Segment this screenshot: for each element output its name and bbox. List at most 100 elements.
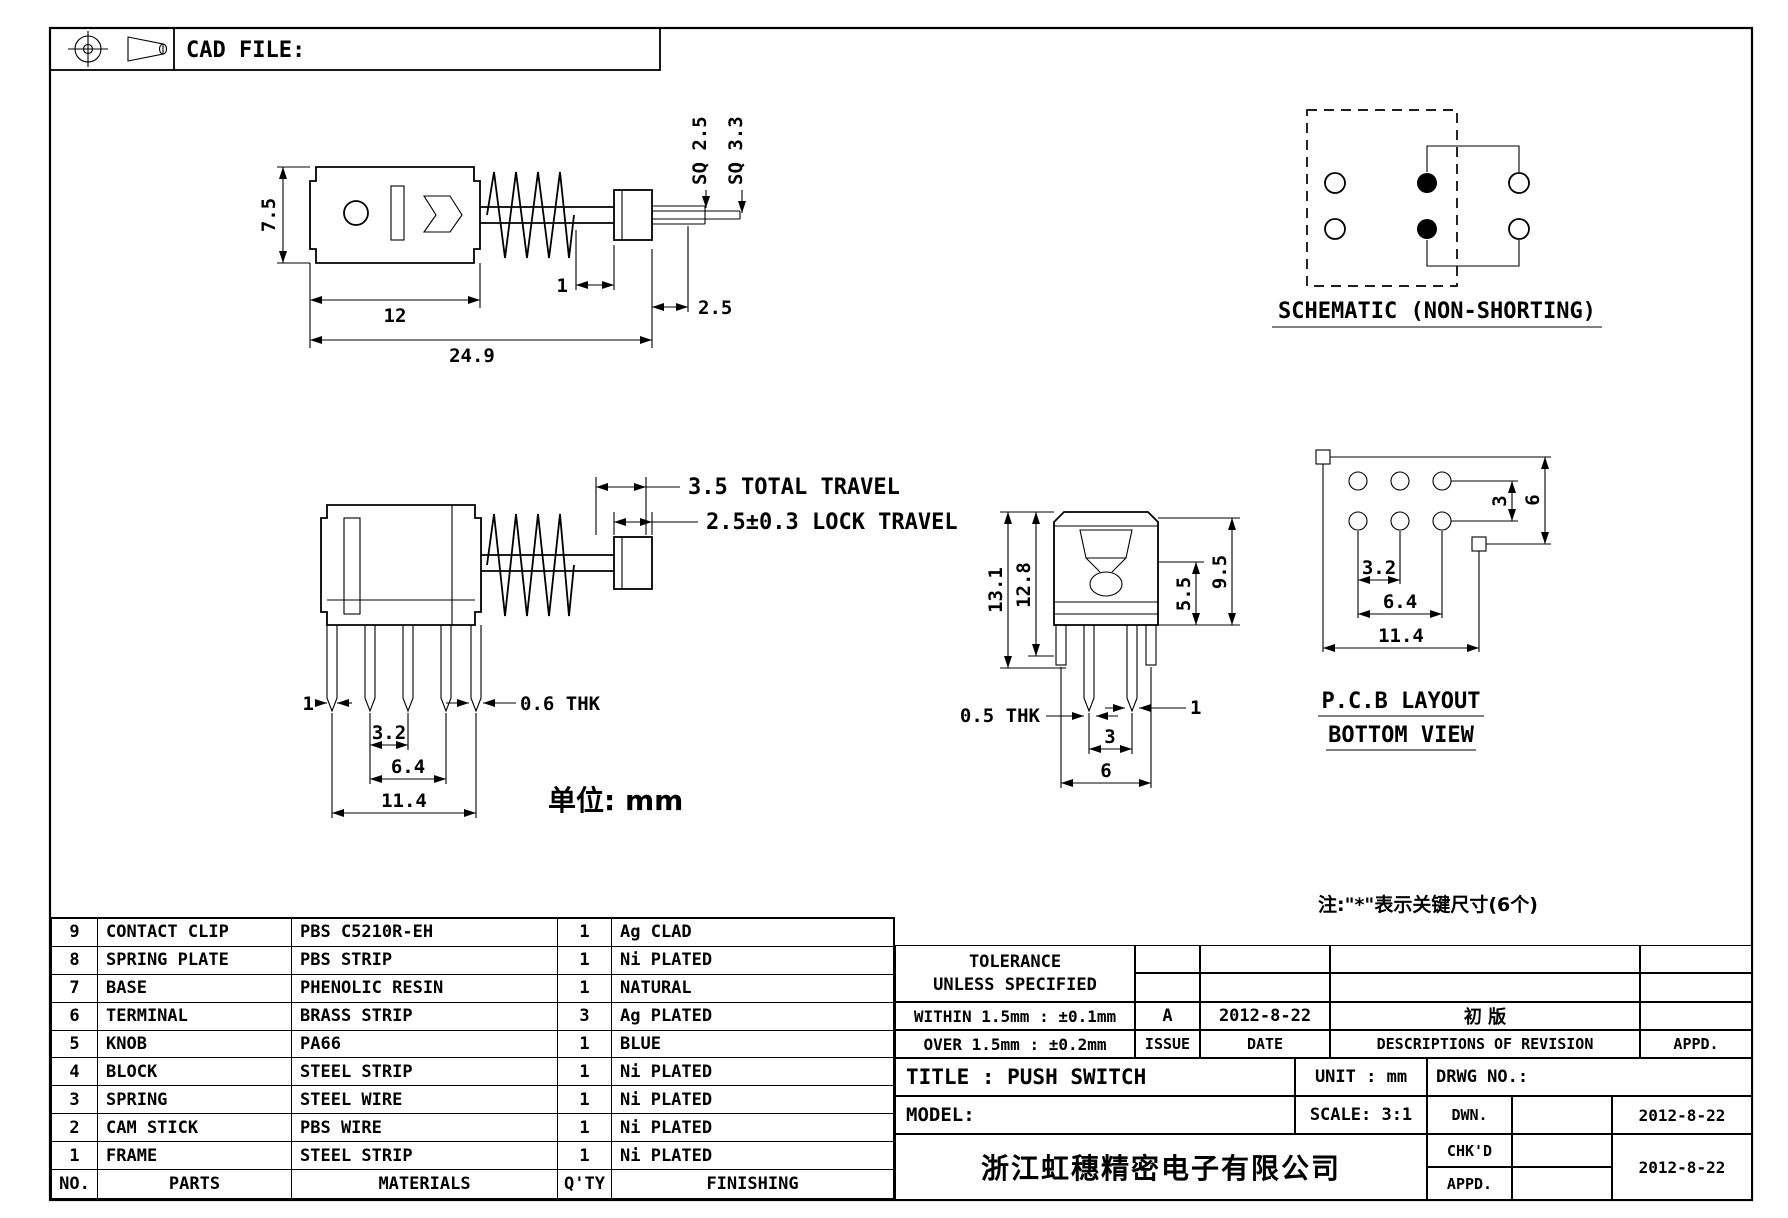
dim-3: 3 [1104, 726, 1115, 748]
dwn-label: DWN. [1427, 1096, 1512, 1134]
header-qty: Q'TY [558, 1170, 612, 1198]
dim-12-8: 12.8 [1013, 562, 1035, 608]
header-box: CAD FILE: [49, 27, 661, 71]
drawing-frame [48, 26, 1754, 1202]
dim-24-9: 24.9 [449, 345, 495, 367]
revision-description: 初 版 [1330, 1002, 1640, 1030]
part-qty: 1 [558, 1142, 612, 1171]
tolerance-cell: TOLERANCE UNLESS SPECIFIED [895, 945, 1135, 1002]
header-finishing: FINISHING [706, 1173, 799, 1194]
empty-cell [1135, 973, 1200, 1002]
issue-label: ISSUE [1135, 1030, 1200, 1058]
part-finishing: Ni PLATED [612, 947, 893, 975]
cad-file-label: CAD FILE: [186, 38, 305, 63]
part-no: 7 [52, 974, 98, 1003]
empty-cell [1640, 973, 1752, 1002]
dim-11-4: 11.4 [381, 790, 427, 812]
part-finishing: Ni PLATED [612, 1114, 893, 1143]
schematic-caption: SCHEMATIC (NON-SHORTING) [1278, 299, 1596, 324]
dim-1: 1 [1190, 697, 1201, 719]
part-material: PBS STRIP [292, 946, 558, 975]
empty-cell [1330, 973, 1640, 1002]
part-finishing: Ni PLATED [612, 1142, 893, 1171]
header-no: NO. [52, 1170, 98, 1198]
part-material: BRASS STRIP [292, 1002, 558, 1031]
part-no: 8 [52, 946, 98, 975]
title-block: TOLERANCE UNLESS SPECIFIED WITHIN 1.5mm … [895, 945, 1752, 1200]
part-finishing: Ag PLATED [612, 1003, 893, 1031]
empty-cell [1512, 1134, 1612, 1167]
chkd-appd-date: 2012-8-22 [1612, 1134, 1752, 1200]
part-finishing: Ni PLATED [612, 1086, 893, 1115]
empty-cell [1640, 945, 1752, 973]
dim-7-5: 7.5 [258, 198, 280, 232]
empty-cell [1330, 945, 1640, 973]
part-material: STEEL WIRE [292, 1086, 558, 1115]
part-qty: 1 [558, 919, 612, 947]
company-name: 浙江虹穗精密电子有限公司 [895, 1134, 1427, 1200]
pad-square [1315, 449, 1331, 465]
part-name: BLOCK [98, 1058, 292, 1087]
empty-cell [1200, 945, 1330, 973]
part-qty: 1 [558, 1030, 612, 1059]
dim-5-5: 5.5 [1173, 577, 1195, 611]
appd-row-label: APPD. [1427, 1167, 1512, 1200]
revision-date: 2012-8-22 [1200, 1002, 1330, 1030]
empty-cell [1512, 1167, 1612, 1200]
pad-square [1471, 536, 1487, 552]
part-no: 1 [52, 1142, 98, 1171]
revision-label: DESCRIPTIONS OF REVISION [1330, 1030, 1640, 1058]
part-no: 5 [52, 1030, 98, 1059]
front-view: 13.1 12.8 5.5 9.5 0.5 THK 1 3 6 [960, 511, 1240, 788]
dim-0-6-thk: 0.6 THK [520, 693, 601, 715]
part-name: SPRING [98, 1086, 292, 1115]
part-material: PA66 [292, 1030, 558, 1059]
filled-contact-dot [1417, 219, 1437, 239]
part-name: TERMINAL [98, 1002, 292, 1031]
part-qty: 1 [558, 974, 612, 1003]
part-qty: 1 [558, 946, 612, 975]
dim-total-travel: 3.5 TOTAL TRAVEL [688, 475, 900, 500]
part-no: 3 [52, 1086, 98, 1115]
empty-cell [1512, 1096, 1612, 1134]
part-finishing: Ni PLATED [612, 1058, 893, 1087]
unit-note: 单位: mm [548, 784, 683, 817]
drwg-no-cell: DRWG NO.: [1427, 1058, 1752, 1096]
issue-value: A [1135, 1002, 1200, 1030]
part-name: CONTACT CLIP [98, 919, 292, 947]
part-finishing: NATURAL [612, 975, 893, 1003]
dim-11-4: 11.4 [1378, 625, 1424, 647]
part-material: STEEL STRIP [292, 1142, 558, 1171]
dim-12: 12 [384, 305, 407, 327]
header-materials: MATERIALS [292, 1170, 558, 1198]
tolerance-over: OVER 1.5mm : ±0.2mm [895, 1030, 1135, 1058]
pcb-layout-caption: P.C.B LAYOUT [1322, 689, 1481, 714]
part-name: CAM STICK [98, 1114, 292, 1143]
dim-0-5-thk: 0.5 THK [960, 705, 1041, 727]
part-no: 6 [52, 1002, 98, 1031]
empty-cell [1135, 945, 1200, 973]
drawing-title: TITLE : PUSH SWITCH [895, 1058, 1295, 1096]
part-qty: 1 [558, 1086, 612, 1115]
tolerance-line2: UNLESS SPECIFIED [933, 974, 1097, 995]
model-cell: MODEL: [895, 1096, 1295, 1134]
dim-6-4: 6.4 [391, 756, 425, 778]
part-material: STEEL STRIP [292, 1058, 558, 1087]
dim-13-1: 13.1 [985, 567, 1007, 613]
dim-6-4: 6.4 [1383, 591, 1417, 613]
scale-cell: SCALE: 3:1 [1295, 1096, 1427, 1134]
unit-cell: UNIT : mm [1295, 1058, 1427, 1096]
part-no: 4 [52, 1058, 98, 1087]
dim-lock-travel: 2.5±0.3 LOCK TRAVEL [706, 510, 958, 535]
dim-3-2: 3.2 [1362, 557, 1396, 579]
dim-2-5: 2.5 [698, 297, 732, 319]
part-finishing: BLUE [612, 1031, 893, 1059]
part-qty: 3 [558, 1002, 612, 1031]
spring-coil [486, 513, 575, 617]
part-name: SPRING PLATE [98, 946, 292, 975]
tolerance-line1: TOLERANCE [968, 951, 1062, 972]
part-material: PBS WIRE [292, 1114, 558, 1143]
appd-label: APPD. [1640, 1030, 1752, 1058]
